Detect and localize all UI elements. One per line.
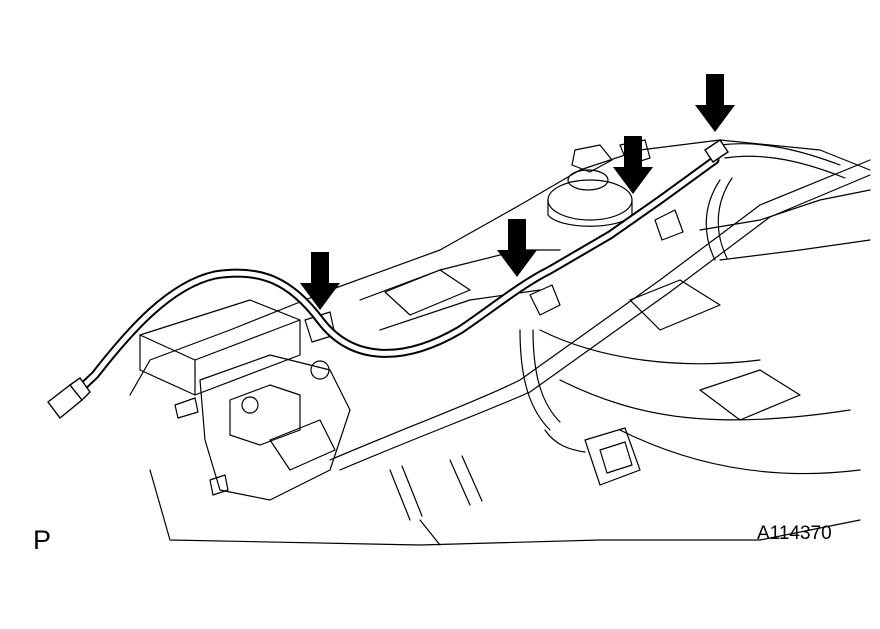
canister-side-2: [194, 319, 301, 396]
tube-pipe-right-3: [705, 179, 721, 261]
tank-contour-c: [619, 429, 861, 475]
down-arrow-icon: [497, 219, 537, 277]
wire-end-clip: [704, 139, 729, 163]
right-harness-3: [532, 329, 561, 423]
clip-1: [529, 284, 561, 316]
tank-contour-b: [559, 379, 851, 421]
tube-pipe-right-4: [717, 177, 733, 259]
lower-hose-2: [449, 455, 483, 506]
pump-dome-top: [567, 169, 609, 191]
pump-dome: [547, 179, 633, 221]
right-connector: [584, 427, 641, 486]
tank-outline: [129, 139, 871, 396]
valve-bracket: [174, 397, 199, 419]
right-connector-inner: [599, 441, 633, 474]
right-harness: [544, 429, 586, 453]
tube-pipe-right-2: [724, 155, 846, 179]
tank-panel-2: [629, 279, 721, 331]
down-arrow-icon: [300, 252, 340, 310]
tank-rib-1: [359, 249, 561, 301]
valve-knob-2: [241, 396, 259, 414]
down-arrow-icon: [613, 136, 653, 194]
fuel-tube-b: [339, 174, 871, 471]
tank-contour-e: [719, 239, 871, 261]
tank-panel: [384, 269, 471, 316]
lower-hose-1: [389, 465, 423, 521]
tank-contour-a: [539, 329, 761, 365]
figure-id: A114370: [757, 523, 832, 544]
valve-knob: [310, 360, 330, 380]
tube-pipe-right: [719, 143, 841, 166]
wire-harness-outer: [55, 155, 720, 413]
tank-contour-d: [699, 189, 871, 231]
view-letter: P: [33, 525, 52, 555]
valve-bracket-2: [209, 474, 229, 496]
down-arrow-icon: [695, 74, 735, 132]
tank-lower-outline: [149, 469, 861, 546]
pump-dome-base: [547, 199, 633, 227]
pump-connector: [571, 144, 613, 173]
valve-body: [199, 354, 351, 501]
valve-detail-1: [229, 384, 301, 446]
right-harness-2: [519, 329, 551, 431]
wire-end-ring: [68, 377, 91, 402]
clip-2: [654, 209, 684, 241]
fuel-tube-a: [329, 159, 871, 461]
canister: [139, 299, 301, 361]
valve-detail-2: [269, 419, 336, 471]
wire-harness-inner: [57, 157, 718, 411]
tank-panel-3: [699, 369, 801, 421]
lower-hose-3: [419, 519, 441, 546]
canister-side: [139, 334, 196, 396]
